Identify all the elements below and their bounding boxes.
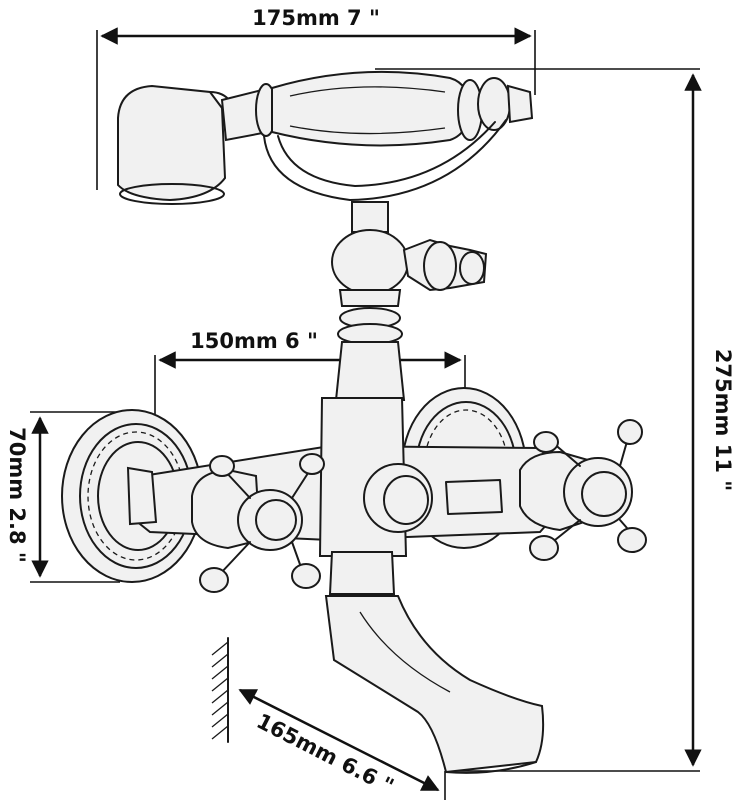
right-cross-handle: [519, 419, 647, 561]
dimension-spout-reach-label: 165mm 6.6 ": [253, 709, 398, 799]
left-cross-handle: [191, 453, 325, 593]
dimension-flange-diameter: 70mm 2.8 ": [5, 411, 120, 583]
dimension-total-height-label: 275mm 11 ": [711, 349, 735, 491]
hand-shower-illustration: [117, 70, 534, 205]
cradle-stem-illustration: [331, 201, 488, 401]
spout-illustration: [324, 551, 545, 774]
wall-hatch: [211, 637, 229, 743]
dimension-center-distance-label: 150mm 6 ": [190, 329, 318, 353]
dimension-handset-width-label: 175mm 7 ": [252, 6, 380, 30]
dimension-flange-diameter-label: 70mm 2.8 ": [5, 427, 29, 563]
dimension-total-height: 275mm 11 ": [375, 68, 735, 772]
dimension-handset-width: 175mm 7 ": [96, 6, 536, 190]
